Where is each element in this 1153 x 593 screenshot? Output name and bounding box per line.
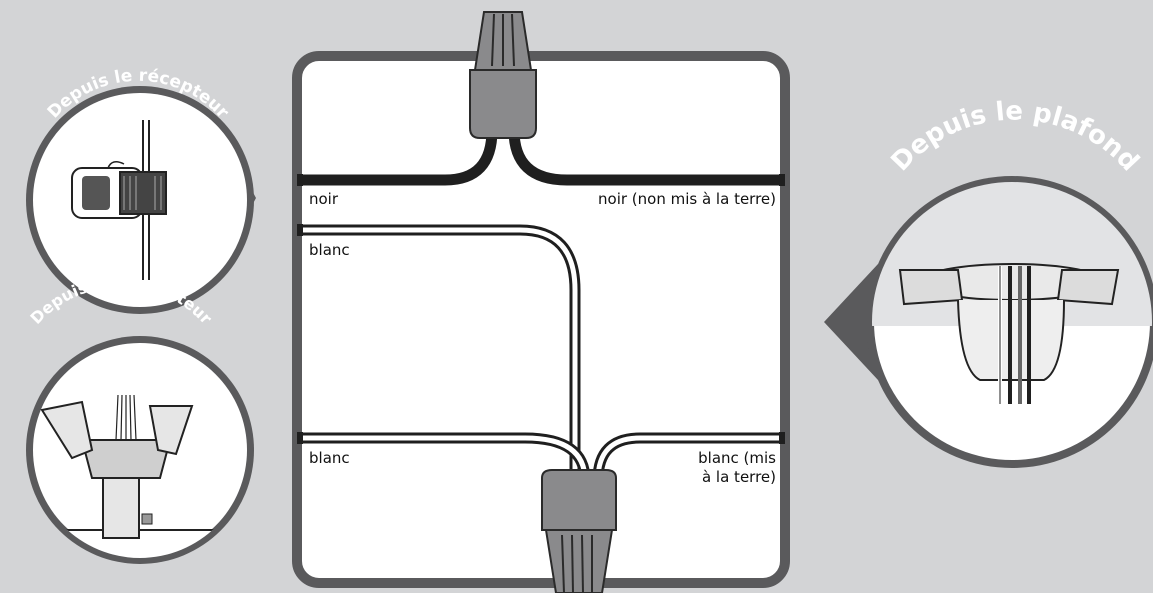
wire-label-top-right: noir (non mis à la terre) <box>598 190 776 208</box>
junction-box-panel <box>292 51 790 588</box>
wire-label-top-left: noir <box>309 190 339 208</box>
receiver-unit-icon <box>71 120 167 280</box>
ceiling-callout: Depuis le plafond <box>824 97 1153 468</box>
wire-label-middle-left: blanc <box>309 241 350 259</box>
wire-nut-icon <box>541 469 617 593</box>
wire-label-bottom-right-line1: blanc (mis <box>698 449 776 467</box>
wire-label-bottom-left: blanc <box>309 449 350 467</box>
fan-callout: Depuis le ventilateur <box>26 272 254 564</box>
white-wire-middle-fill <box>297 227 578 480</box>
wire-label-bottom-right-line2: à la terre) <box>702 468 776 486</box>
ceiling-source-label: Depuis le plafond <box>885 97 1144 178</box>
receiver-callout: Depuis le récepteur <box>26 66 256 314</box>
wire-nut-icon <box>469 11 537 139</box>
